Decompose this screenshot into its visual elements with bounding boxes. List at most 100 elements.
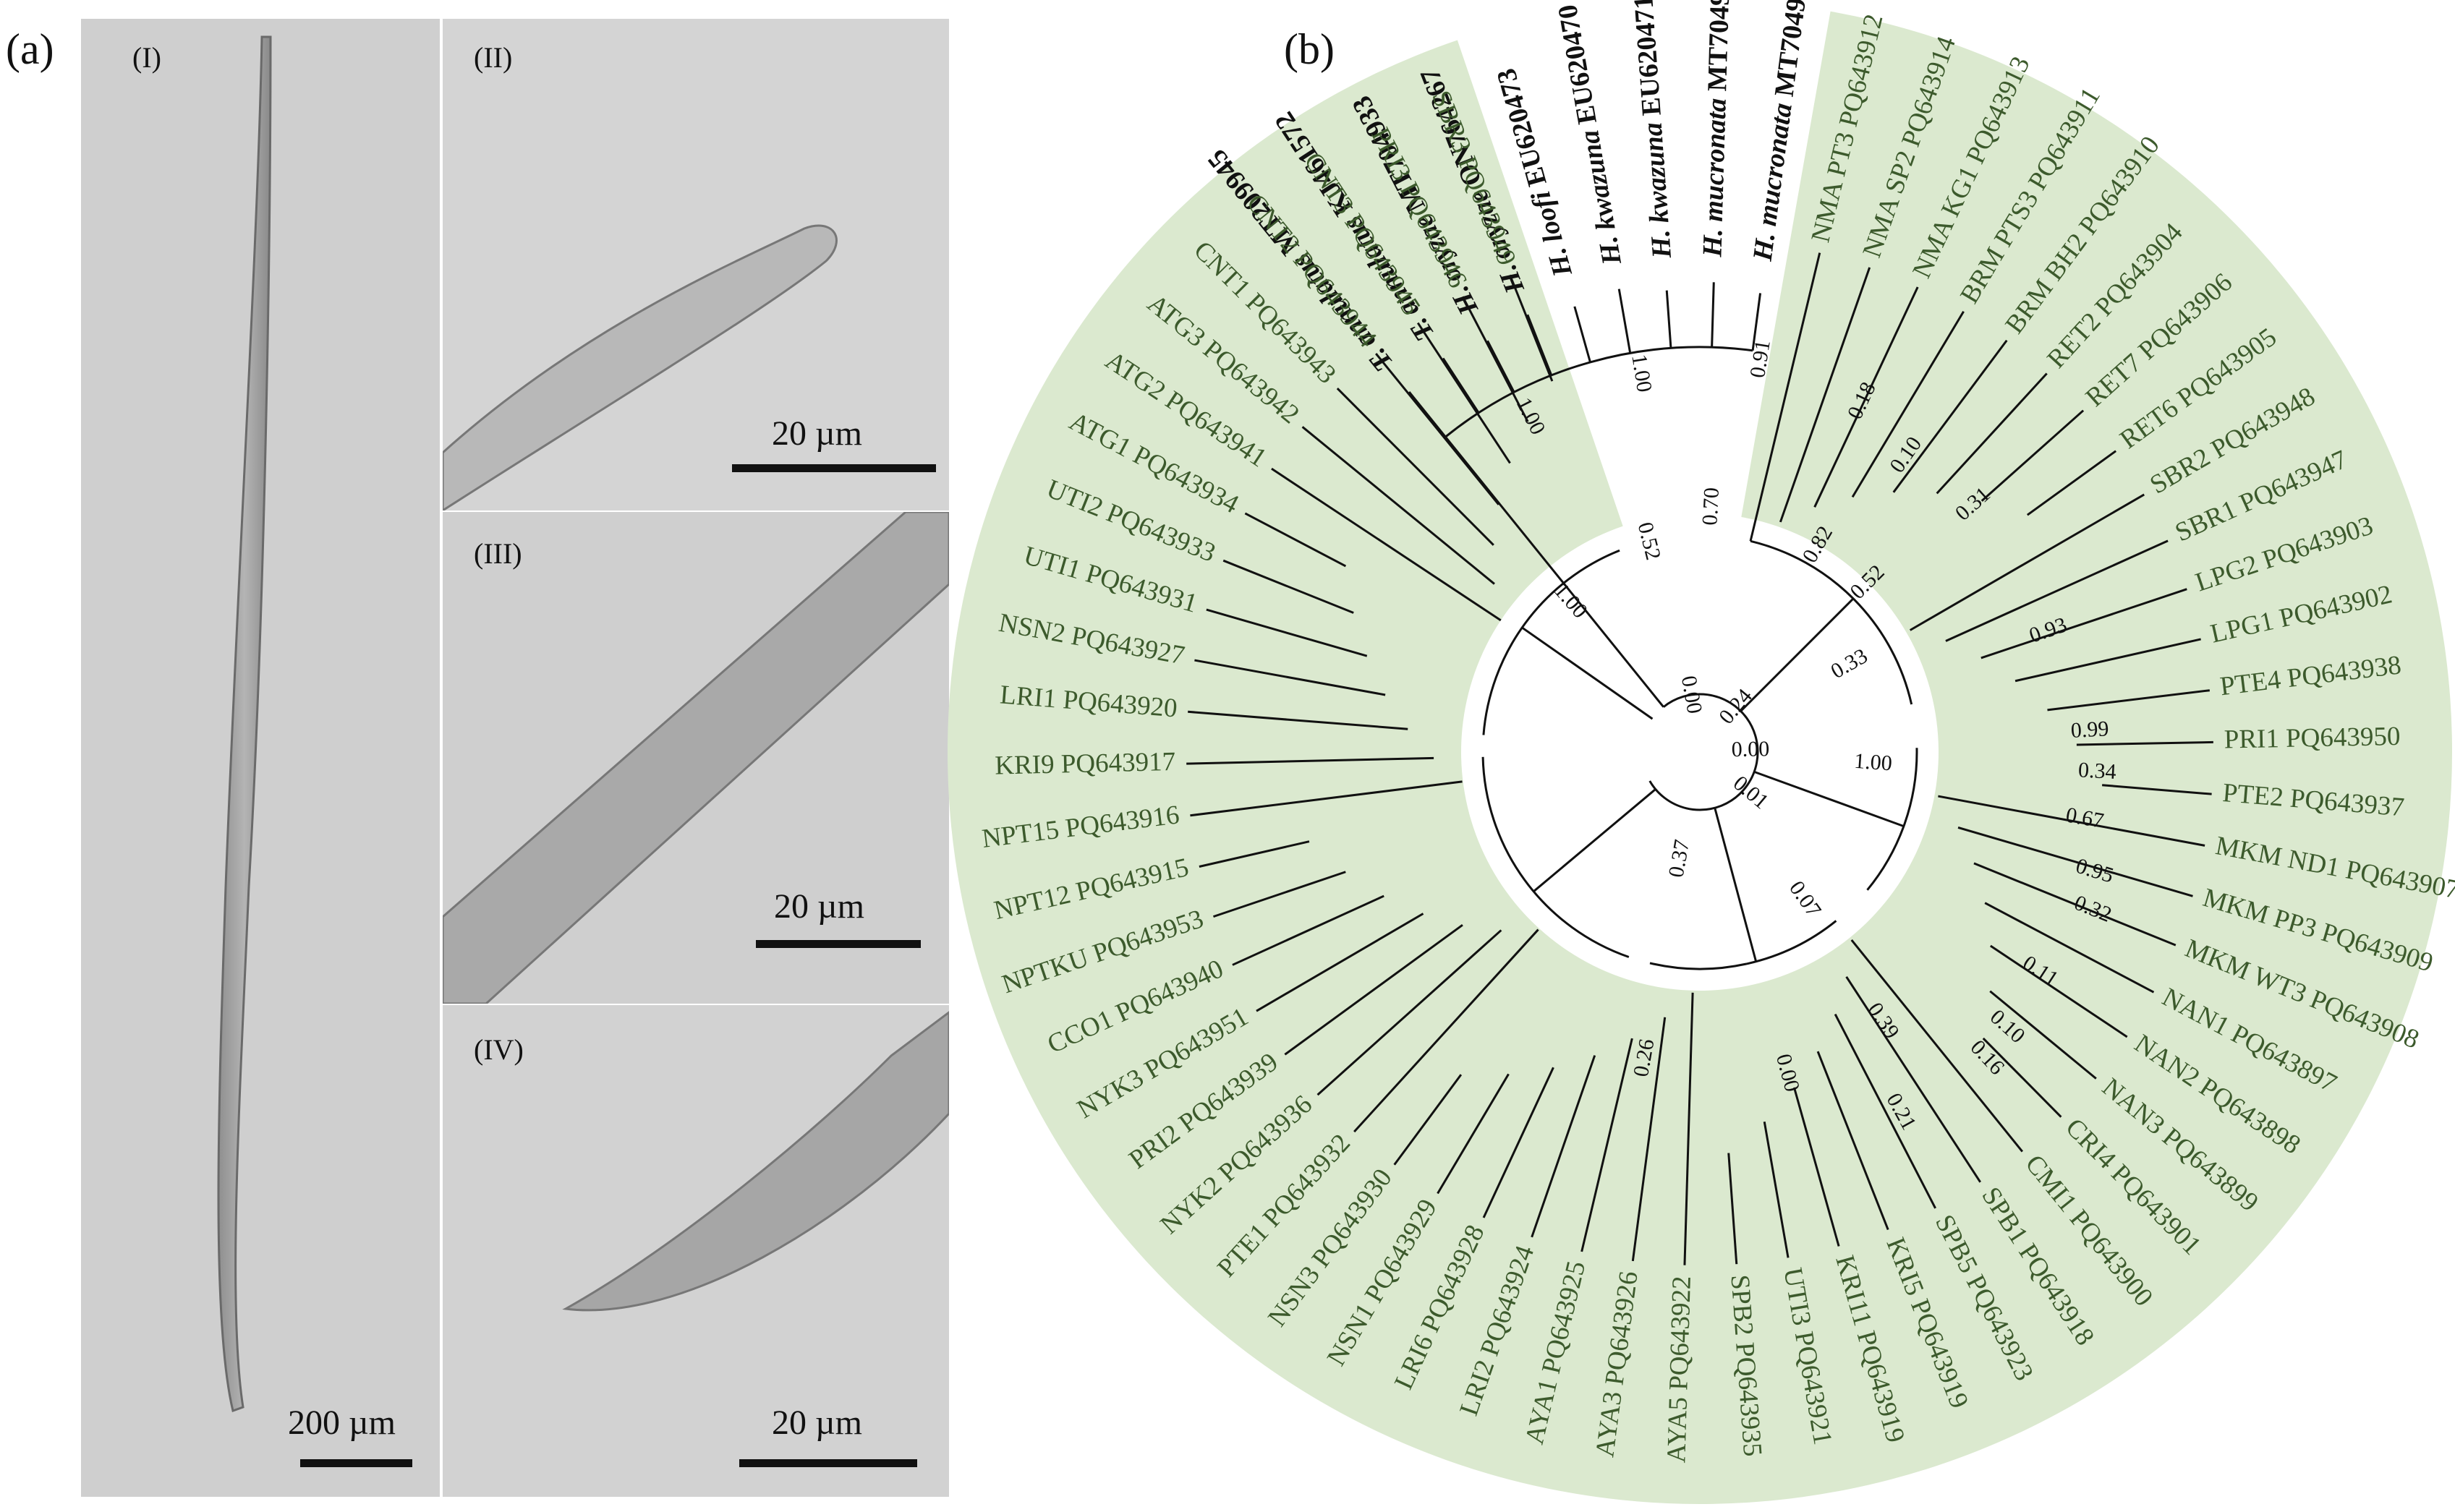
branch-leaf-22 xyxy=(1850,939,2024,1153)
branch-leaf-46 xyxy=(1194,659,1386,696)
branch-leaf-43 xyxy=(1190,780,1463,817)
support-value-6: 1.00 xyxy=(1853,749,1893,776)
branch-outgroup-6 xyxy=(1486,340,1515,393)
branch-leaf-39 xyxy=(1256,913,1424,1012)
micrograph-head xyxy=(443,19,949,511)
subpanel-label-3: (III) xyxy=(474,537,522,570)
branch-leaf-35 xyxy=(1393,1074,1463,1166)
branch-leaf-23 xyxy=(1845,975,1981,1183)
branch-leaf-51 xyxy=(1301,426,1495,585)
branch-leaf-19 xyxy=(1990,944,2128,1038)
spoke-3 xyxy=(1714,807,1758,962)
support-value-9: 0.07 xyxy=(1784,876,1826,921)
branch-leaf-21 xyxy=(1982,1037,2062,1118)
branch-leaf-33 xyxy=(1482,1067,1554,1218)
support-value-15: 0.99 xyxy=(2070,717,2109,743)
spoke-0 xyxy=(1445,436,1664,708)
arc-group-5 xyxy=(1482,549,1620,735)
branch-leaf-40 xyxy=(1232,894,1384,966)
subpanel-label-1: (I) xyxy=(132,41,161,74)
branch-leaf-29 xyxy=(1683,992,1694,1265)
midbody-graphic xyxy=(443,512,949,1004)
spoke-1 xyxy=(1740,597,1855,712)
branch-leaf-48 xyxy=(1222,559,1354,614)
branch-leaf-27 xyxy=(1763,1122,1790,1258)
scale-text-1: 200 µm xyxy=(288,1404,396,1442)
branch-outgroup-7 xyxy=(1442,357,1480,414)
branch-leaf-25 xyxy=(1816,1051,1889,1231)
branch-outgroup-5 xyxy=(1526,314,1553,376)
branch-leaf-53 xyxy=(1375,353,1500,505)
branch-leaf-41 xyxy=(1212,871,1346,918)
arc-group-3 xyxy=(1649,920,1837,970)
support-value-16: 0.34 xyxy=(2077,758,2116,784)
branch-leaf-7 xyxy=(2026,450,2117,516)
micrograph-whole-body xyxy=(81,19,440,1497)
support-value-1: 0.52 xyxy=(1633,520,1666,563)
support-value-30: 0.00 xyxy=(1677,674,1707,715)
branch-leaf-31 xyxy=(1580,1038,1633,1252)
branch-leaf-47 xyxy=(1206,608,1368,657)
branch-leaf-32 xyxy=(1531,1055,1596,1238)
leaf-label-13: PRI1 PQ643950 xyxy=(2224,722,2400,755)
branch-leaf-14 xyxy=(2102,784,2212,795)
arc-group-4 xyxy=(1481,756,1630,958)
branch-outgroup-3 xyxy=(1617,289,1632,354)
branch-leaf-12 xyxy=(2047,689,2211,712)
branch-leaf-0 xyxy=(1749,252,1821,542)
panel-b-label: (b) xyxy=(1284,25,1335,73)
spoke-2 xyxy=(1753,770,1905,828)
scale-text-3: 20 µm xyxy=(774,887,864,926)
branch-leaf-6 xyxy=(1980,409,2085,502)
branch-leaf-2 xyxy=(1813,286,1919,508)
support-value-24: 0.91 xyxy=(1745,338,1775,380)
support-value-2: 0.70 xyxy=(1698,487,1724,526)
branch-leaf-20 xyxy=(1989,990,2097,1080)
arc-root xyxy=(1648,693,1759,811)
arc-group-1 xyxy=(1750,539,1913,705)
branch-leaf-44 xyxy=(1186,756,1434,765)
branch-leaf-13 xyxy=(2076,740,2213,746)
leaf-label-44: KRI9 PQ643917 xyxy=(995,747,1176,781)
support-value-10: 0.37 xyxy=(1664,838,1695,879)
scale-bar-1 xyxy=(300,1459,412,1467)
branch-leaf-50 xyxy=(1271,467,1502,622)
branch-leaf-52 xyxy=(1336,388,1494,546)
branch-leaf-45 xyxy=(1188,710,1408,730)
support-value-8: 0.01 xyxy=(1729,771,1773,813)
branch-leaf-18 xyxy=(1984,902,2155,994)
panel-a-label: (a) xyxy=(6,25,54,73)
tail-graphic xyxy=(562,1011,949,1312)
scale-bar-3 xyxy=(756,940,921,948)
scale-bar-4 xyxy=(739,1459,917,1467)
scale-text-2: 20 µm xyxy=(772,414,862,453)
scale-bar-2 xyxy=(732,464,936,472)
branch-outgroup-8 xyxy=(1408,390,1447,438)
branch-leaf-37 xyxy=(1316,929,1502,1096)
subpanel-label-2: (II) xyxy=(474,41,513,74)
outgroup-label-2: H. kwazuna EU620471 xyxy=(1628,0,1677,260)
branch-leaf-28 xyxy=(1727,1153,1738,1265)
branch-leaf-5 xyxy=(1936,372,2048,495)
micrograph-tail xyxy=(443,1005,949,1497)
spoke-5 xyxy=(1521,626,1654,720)
branch-leaf-11 xyxy=(2014,638,2201,683)
branch-leaf-42 xyxy=(1199,840,1310,868)
branch-outgroup-1 xyxy=(1711,282,1715,348)
branch-leaf-49 xyxy=(1244,512,1347,568)
branch-outgroup-0 xyxy=(1751,293,1762,351)
branch-leaf-30 xyxy=(1631,1017,1667,1262)
branch-leaf-8 xyxy=(1909,493,2145,631)
arc-outgroup xyxy=(1445,346,1753,438)
support-value-28: 1.00 xyxy=(1627,353,1656,394)
branch-leaf-56 xyxy=(1509,274,1554,382)
branch-leaf-3 xyxy=(1851,311,1965,498)
clade-background xyxy=(948,11,2452,1504)
branch-outgroup-2 xyxy=(1665,290,1672,349)
arc-group-2 xyxy=(1866,748,1918,891)
branch-leaf-24 xyxy=(1834,1013,1936,1209)
branch-leaf-17 xyxy=(1973,862,2177,947)
scale-text-4: 20 µm xyxy=(772,1404,862,1442)
leaf-label-29: AYA5 PQ643922 xyxy=(1662,1276,1697,1464)
